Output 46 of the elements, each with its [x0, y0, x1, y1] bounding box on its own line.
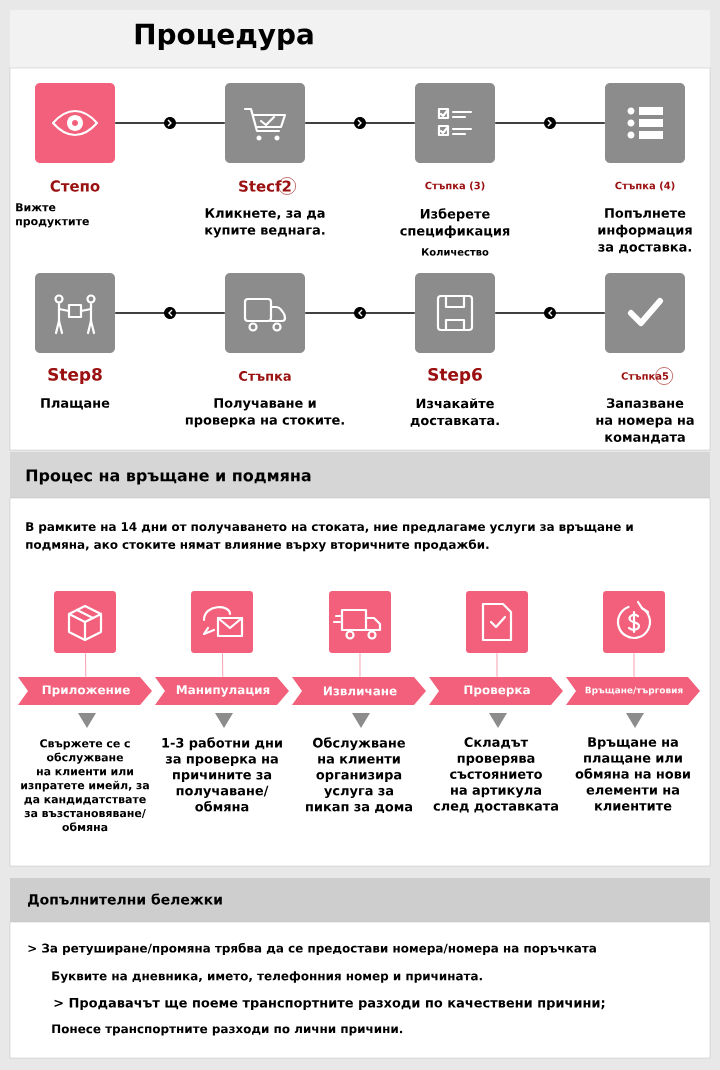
step-description: Изберете спецификация	[400, 208, 510, 239]
arrow	[304, 307, 416, 319]
section-heading: Допълнителни бележки	[28, 893, 222, 907]
arrow	[114, 307, 226, 319]
note-text: Количество	[422, 248, 489, 256]
chevron-step: Манипулация	[155, 677, 289, 705]
chevron-step: Извличане	[292, 677, 426, 705]
arrow	[494, 117, 606, 129]
connector-line	[633, 652, 635, 678]
step-description: Свържете се с обслужване на клиенти или изпратете имейл, за да кандидатствате за възстановяване/ обмяна	[21, 739, 149, 832]
arrow	[304, 117, 416, 129]
step-description: Обслужване на клиенти организира услуга за пикап за дома	[306, 737, 412, 814]
chevron-step: Проверка	[429, 677, 563, 705]
step-label: Step6	[428, 367, 482, 385]
step-label: Stecf2	[239, 180, 291, 192]
step-description: Складът проверява състоянието на артикула след доставката	[433, 737, 558, 813]
intro-paragraph: В рамките на 14 дни от получаването на стоката, ние предлагаме услуги за връщане и подмяна, ако стоките нямат влияние върху вторичните продажби.	[26, 522, 633, 552]
connector-line	[222, 652, 224, 678]
step-description: Връщане на плащане или обмяна на нови елементи на клиентите	[575, 737, 690, 811]
connector-line	[496, 652, 498, 678]
connector-line	[85, 652, 87, 678]
title: Процедура	[135, 23, 313, 51]
note-line: Буквите на дневника, името, телефонния номер и причината.	[52, 971, 482, 983]
note-line: Понесе транспортните разходи по лични причини.	[52, 1024, 403, 1036]
step-label: Стъпка5	[621, 372, 669, 380]
note-line: > За ретуширане/промяна трябва да се предостави номера/номера на поръчката	[28, 943, 596, 956]
note-line: > Продавачът ще поеме транспортните разходи по качествени причини;	[54, 997, 605, 1011]
step-label: Step8	[48, 367, 102, 385]
step-description: Вижте продуктите	[16, 203, 89, 228]
arrow	[494, 307, 606, 319]
step-description: Попълнете информация за доставка.	[598, 208, 692, 254]
step-description: Кликнете, за да купите веднага.	[205, 208, 325, 238]
chevron-step: Връщане/търговия	[566, 677, 700, 705]
step-description: Плащане	[41, 398, 110, 410]
step-label: Степо	[50, 180, 100, 192]
connector-line	[359, 652, 361, 678]
step-description: Получаване и проверка на стоките.	[185, 398, 344, 428]
step-label: Стъпка	[239, 371, 291, 381]
step-label: Стъпка (4)	[615, 181, 675, 191]
step-label: Стъпка (3)	[425, 181, 485, 191]
step-description: 1-3 работни дни за проверка на причините за получаване/ обмяна	[162, 737, 282, 812]
arrow	[114, 117, 226, 129]
section-heading: Процес на връщане и подмяна	[26, 469, 311, 485]
chevron-step: Приложение	[18, 677, 152, 705]
step-description: Запазване на номера на командата	[596, 398, 694, 444]
step-description: Изчакайте доставката.	[410, 398, 499, 427]
